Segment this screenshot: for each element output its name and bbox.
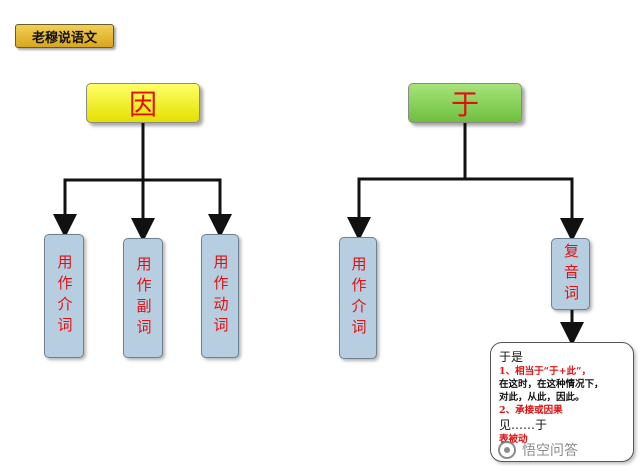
- callout-line: 对此，从此，因此。: [499, 392, 585, 403]
- node-yu-preposition-label: 用作介词: [349, 256, 368, 340]
- node-yin-adverb: 用作副词: [123, 238, 163, 358]
- node-yin-verb: 用作动词: [201, 234, 239, 358]
- callout-line: 在这时，在这种情况下，: [499, 379, 604, 390]
- root-yin-label: 因: [128, 88, 157, 121]
- root-yu-label: 于: [450, 88, 479, 121]
- callout-line: 2、承接或因果: [499, 405, 563, 416]
- callout-box: 于是 1、相当于“于+此”， 在这时，在这种情况下， 对此，从此，因此。 2、承…: [490, 342, 634, 462]
- node-yin-preposition-label: 用作介词: [55, 254, 74, 338]
- node-yin-adverb-label: 用作副词: [134, 256, 153, 340]
- watermark-text: 悟空问答: [522, 443, 578, 459]
- callout-line: 表被动: [499, 434, 528, 445]
- node-yu-preposition: 用作介词: [339, 237, 377, 359]
- root-node-yu: 于: [408, 83, 522, 123]
- node-yu-compound: 复音词: [551, 238, 590, 310]
- callout-heading-jianyu: 见……于: [499, 418, 548, 432]
- watermark: 悟空问答: [498, 437, 578, 463]
- node-yu-compound-label: 复音词: [562, 242, 580, 306]
- wukong-logo-icon: [498, 441, 516, 459]
- callout-line: 1、相当于“于+此”，: [499, 366, 591, 377]
- node-yin-preposition: 用作介词: [44, 234, 84, 358]
- root-node-yin: 因: [86, 83, 200, 123]
- callout-heading-yushi: 于是: [499, 350, 524, 364]
- brand-badge: 老穆说语文: [15, 24, 114, 48]
- node-yin-verb-label: 用作动词: [211, 254, 230, 338]
